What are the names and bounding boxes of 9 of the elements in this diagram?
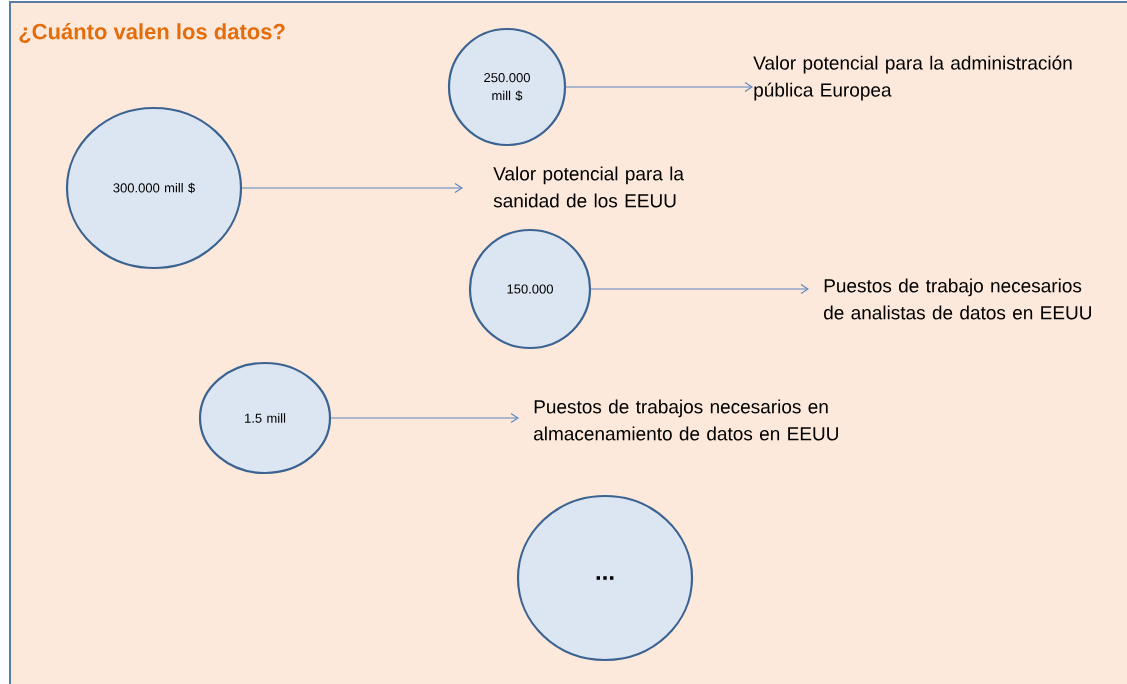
arrow — [241, 182, 463, 194]
description-text: Puestos de trabajo necesarios de analistas de datos en EEUU — [824, 278, 1091, 320]
arrow — [590, 283, 809, 295]
arrow — [330, 412, 519, 424]
arrow — [565, 81, 753, 93]
title: ¿Cuánto valen los datos? — [19, 23, 285, 43]
description-text: Valor potencial para la sanidad de los EEUU — [493, 166, 684, 208]
description-text: Valor potencial para la administración pública Europea — [753, 55, 1072, 101]
description-text: Puestos de trabajos necesarios en almacenamiento de datos en EEUU — [534, 399, 838, 441]
